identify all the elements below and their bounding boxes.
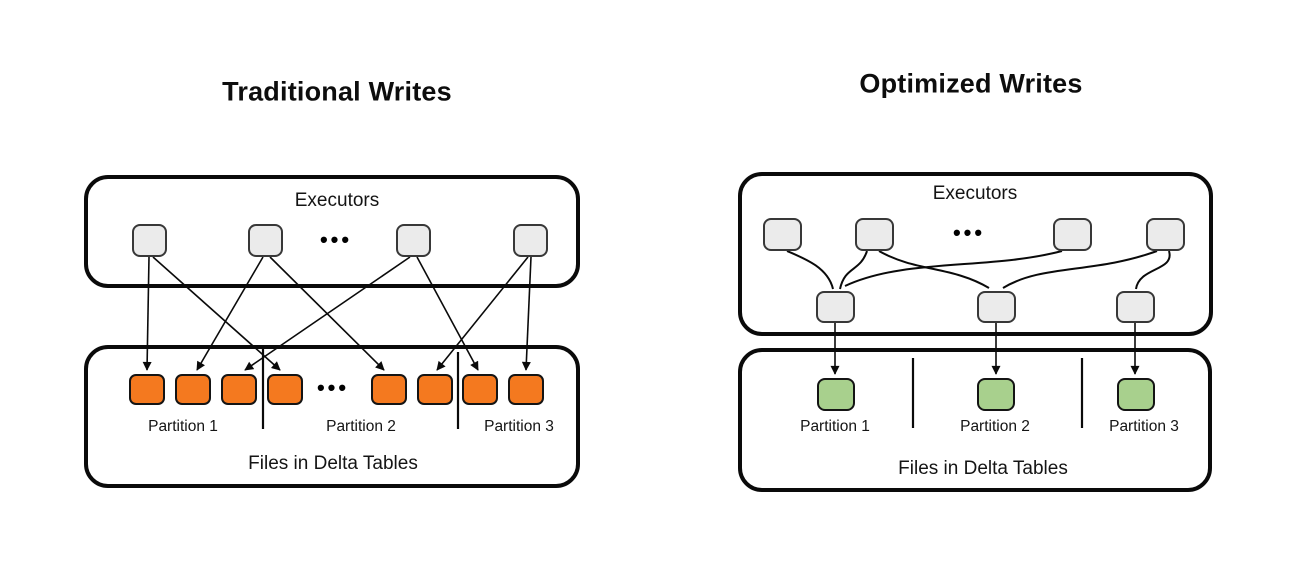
partition-label: Partition 1 — [148, 418, 218, 435]
partition-label: Partition 3 — [1109, 418, 1179, 435]
traditional-executors-box — [84, 175, 580, 288]
optimized-files-label: Files in Delta Tables — [898, 458, 1068, 479]
executor-node — [248, 224, 283, 257]
executor-node — [1146, 218, 1185, 251]
optimized-files-box — [738, 348, 1212, 492]
partition-label: Partition 1 — [800, 418, 870, 435]
file-block — [417, 374, 453, 405]
shuffle-node — [977, 291, 1016, 323]
executor-node — [763, 218, 802, 251]
executor-node — [1053, 218, 1092, 251]
executor-node — [396, 224, 431, 257]
file-block — [1117, 378, 1155, 411]
partition-label: Partition 2 — [960, 418, 1030, 435]
file-block — [508, 374, 544, 405]
executors-ellipsis: ••• — [952, 220, 986, 245]
file-block — [221, 374, 257, 405]
file-block — [977, 378, 1015, 411]
shuffle-node — [1116, 291, 1155, 323]
partition-label: Partition 3 — [484, 418, 554, 435]
file-block — [267, 374, 303, 405]
traditional-title: Traditional Writes — [222, 76, 452, 107]
traditional-files-label: Files in Delta Tables — [248, 453, 418, 474]
traditional-executors-label: Executors — [294, 190, 380, 211]
optimized-executors-label: Executors — [932, 183, 1018, 204]
file-block — [175, 374, 211, 405]
optimized-executors-box — [738, 172, 1213, 336]
executor-node — [513, 224, 548, 257]
file-block — [129, 374, 165, 405]
file-block — [817, 378, 855, 411]
shuffle-node — [816, 291, 855, 323]
executor-node — [132, 224, 167, 257]
executors-ellipsis: ••• — [319, 227, 353, 252]
executor-node — [855, 218, 894, 251]
partition-label: Partition 2 — [326, 418, 396, 435]
file-block — [371, 374, 407, 405]
file-block — [462, 374, 498, 405]
traditional-files-box — [84, 345, 580, 488]
optimized-title: Optimized Writes — [859, 68, 1083, 99]
files-ellipsis: ••• — [316, 375, 350, 400]
